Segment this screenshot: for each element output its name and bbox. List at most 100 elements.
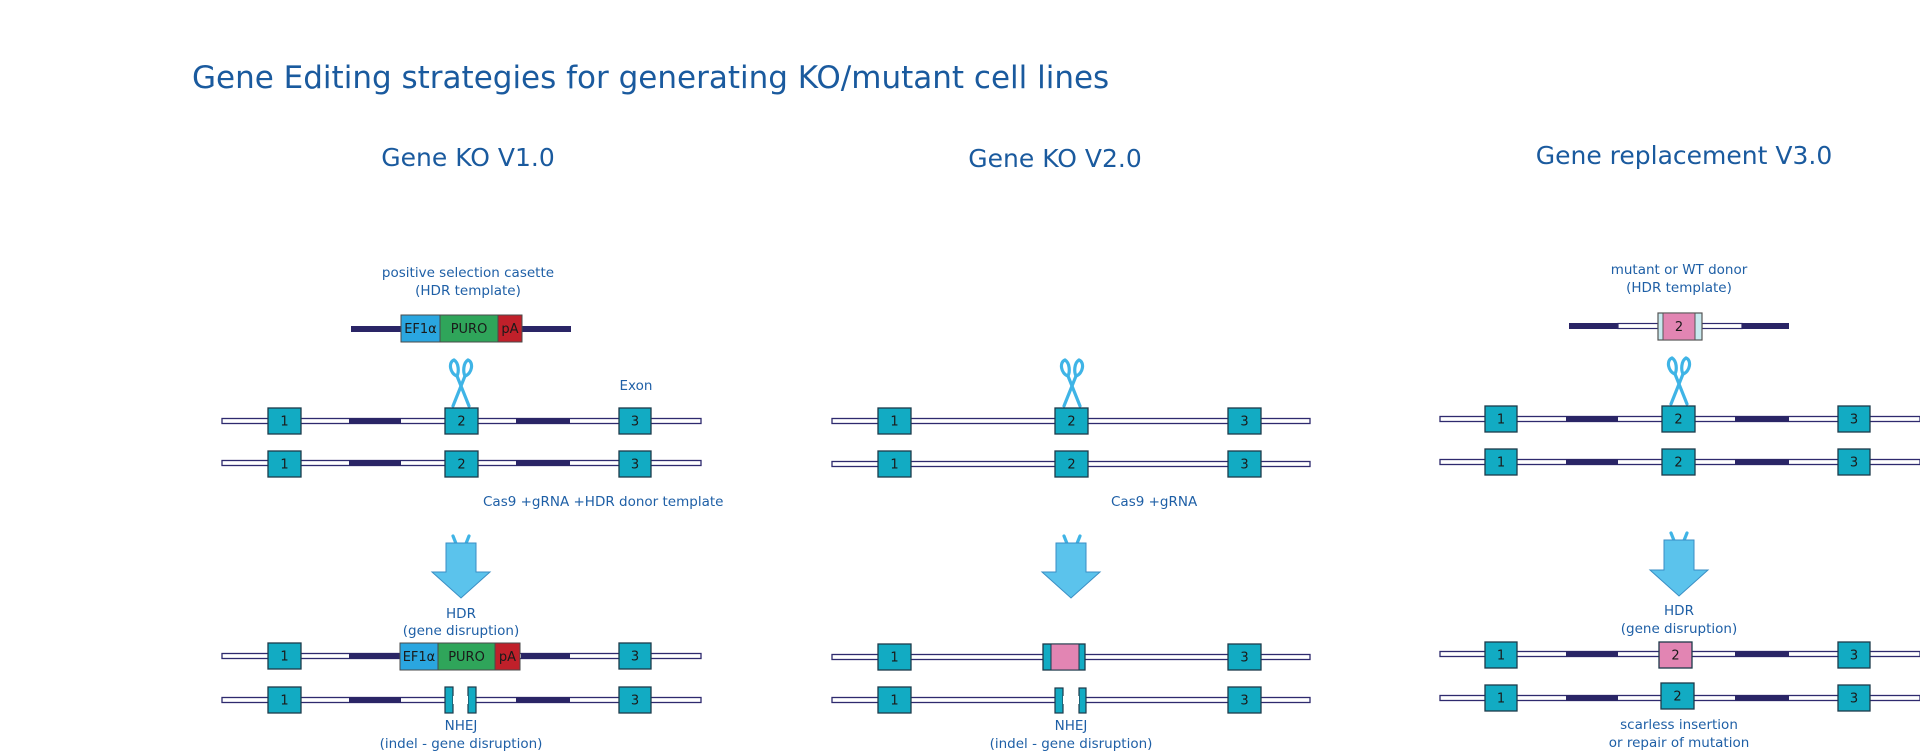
donor-flank-dark-right [1742, 323, 1789, 329]
intron-segment [349, 653, 400, 659]
exon-3-allele-2-v3 [1837, 448, 1871, 476]
scarless-label-line1: scarless insertion [1620, 717, 1738, 733]
exon-number: 1 [280, 650, 288, 665]
exon-1-hdr [267, 642, 302, 670]
exon-3-allele-1-v3 [1837, 405, 1871, 433]
exon-2-allele-1 [444, 407, 479, 435]
scissors-loop-right [1680, 356, 1688, 376]
exon-3-hdr-v3 [1837, 641, 1871, 669]
panel-heading-ko-v1: Gene KO V1.0 [381, 143, 554, 172]
scissors-blade-right [1062, 358, 1085, 408]
hdr-label-line2: (gene disruption) [403, 623, 519, 639]
hdr-label-line2-v3: (gene disruption) [1621, 621, 1737, 637]
intron-segment [1566, 651, 1618, 657]
exon-1-allele-2-v2 [877, 450, 912, 478]
scissors-loop-right [462, 358, 470, 378]
insert-segment [1050, 643, 1080, 671]
exon-1-allele-1 [267, 407, 302, 435]
exon-number: 1 [1497, 692, 1505, 707]
intron-segment [1735, 459, 1789, 465]
hdr-cassette-label-ef1a: EF1α [403, 650, 436, 665]
cassette-label-ef1a: EF1α [404, 322, 437, 337]
intron-segment [1566, 459, 1618, 465]
exon-2-allele-1-v2 [1054, 407, 1089, 435]
nhej-label-line1-v2: NHEJ [1055, 718, 1088, 734]
hdr-cassette-label-puro: PURO [448, 650, 485, 665]
exon-number: 1 [890, 651, 898, 666]
exon-1-allele-1-v2 [877, 407, 912, 435]
exon-label: Exon [620, 378, 653, 394]
exon-number: 2 [457, 415, 465, 430]
scissors-icon [1059, 358, 1085, 408]
intron-segment [1566, 695, 1618, 701]
exon-number: 3 [631, 458, 639, 473]
exon-2-allele-2-v2 [1054, 450, 1089, 478]
scissors-loop-left [1670, 356, 1678, 376]
intron-segment [349, 697, 401, 703]
exon-number: 1 [890, 458, 898, 473]
exon-2-fragment-right-v2 [1078, 687, 1087, 714]
exon-number: 3 [1240, 458, 1248, 473]
hdr-cassette-label-pa: pA [499, 650, 516, 665]
exon-number: 3 [1850, 413, 1858, 428]
exon-number: 3 [631, 415, 639, 430]
exon-number: 2 [1673, 690, 1681, 705]
reagent-label-ko-v1: Cas9 +gRNA +HDR donor template [483, 494, 723, 510]
exon-number: 2 [1671, 649, 1679, 664]
exon-2-fragment-left [444, 686, 454, 714]
exon-3-insert-v2 [1227, 643, 1262, 671]
template-label-line1: positive selection casette [382, 265, 554, 281]
donor-flank-light-left [1617, 322, 1659, 330]
exon-2-fragment-left-v2 [1054, 687, 1064, 714]
intron-segment [349, 460, 401, 466]
exon-3-repaired-v3 [1837, 684, 1871, 712]
exon-number: 2 [1674, 456, 1682, 471]
exon-number: 1 [280, 458, 288, 473]
intron-segment [1735, 695, 1789, 701]
scissors-blade-left [1059, 358, 1082, 408]
scissors-loop-left [452, 358, 460, 378]
exon-1-hdr-v3 [1484, 641, 1518, 669]
intron-segment [1566, 416, 1618, 422]
hdr-label-line1-v3: HDR [1664, 603, 1694, 619]
exon-number: 2 [1674, 413, 1682, 428]
cassette-part-pa [497, 314, 523, 343]
scissors-icon [448, 358, 474, 408]
template-label-line2: (HDR template) [415, 283, 521, 299]
exon-1-nhej-v2 [877, 686, 912, 714]
exon-1-nhej [267, 686, 302, 714]
scissors-blade-right [1669, 356, 1692, 406]
donor-flank-dark-left [1569, 323, 1618, 329]
cassette-part-ef1a [400, 314, 441, 343]
exon-number: 1 [1497, 413, 1505, 428]
exon-number: 3 [1240, 694, 1248, 709]
exon-2-repaired-v3 [1660, 682, 1695, 710]
exon-1-insert-v2 [877, 643, 912, 671]
panel-heading-ko-v2: Gene KO V2.0 [968, 144, 1141, 173]
exon-number: 3 [1850, 456, 1858, 471]
exon-3-nhej [618, 686, 652, 714]
exon-number: 2 [1067, 458, 1075, 473]
intron-segment [1735, 651, 1789, 657]
exon-number: 1 [280, 415, 288, 430]
hdr-label-line1: HDR [446, 606, 476, 622]
scissors-blade-left [448, 358, 471, 408]
intron-segment [516, 418, 570, 424]
down-arrow-icon [1648, 539, 1710, 597]
exon-number: 1 [890, 415, 898, 430]
exon-1-allele-1-v3 [1484, 405, 1518, 433]
nhej-label-line1: NHEJ [445, 718, 478, 734]
hdr-cassette-part-ef1a [399, 642, 439, 671]
cassette-part-puro [439, 314, 499, 343]
intron-segment [1735, 416, 1789, 422]
scissors-loop-right [1073, 358, 1081, 378]
nhej-gap [453, 696, 468, 704]
exon-1-repaired-v3 [1484, 684, 1518, 712]
exon-1-allele-2-v3 [1484, 448, 1518, 476]
exon-number: 1 [890, 694, 898, 709]
panel-heading-replacement-v3: Gene replacement V3.0 [1536, 141, 1832, 170]
donor-mutant-segment [1662, 312, 1696, 341]
exon-number: 2 [457, 458, 465, 473]
exon-2-allele-2-v3 [1661, 448, 1696, 476]
exon-2-allele-2 [444, 450, 479, 478]
